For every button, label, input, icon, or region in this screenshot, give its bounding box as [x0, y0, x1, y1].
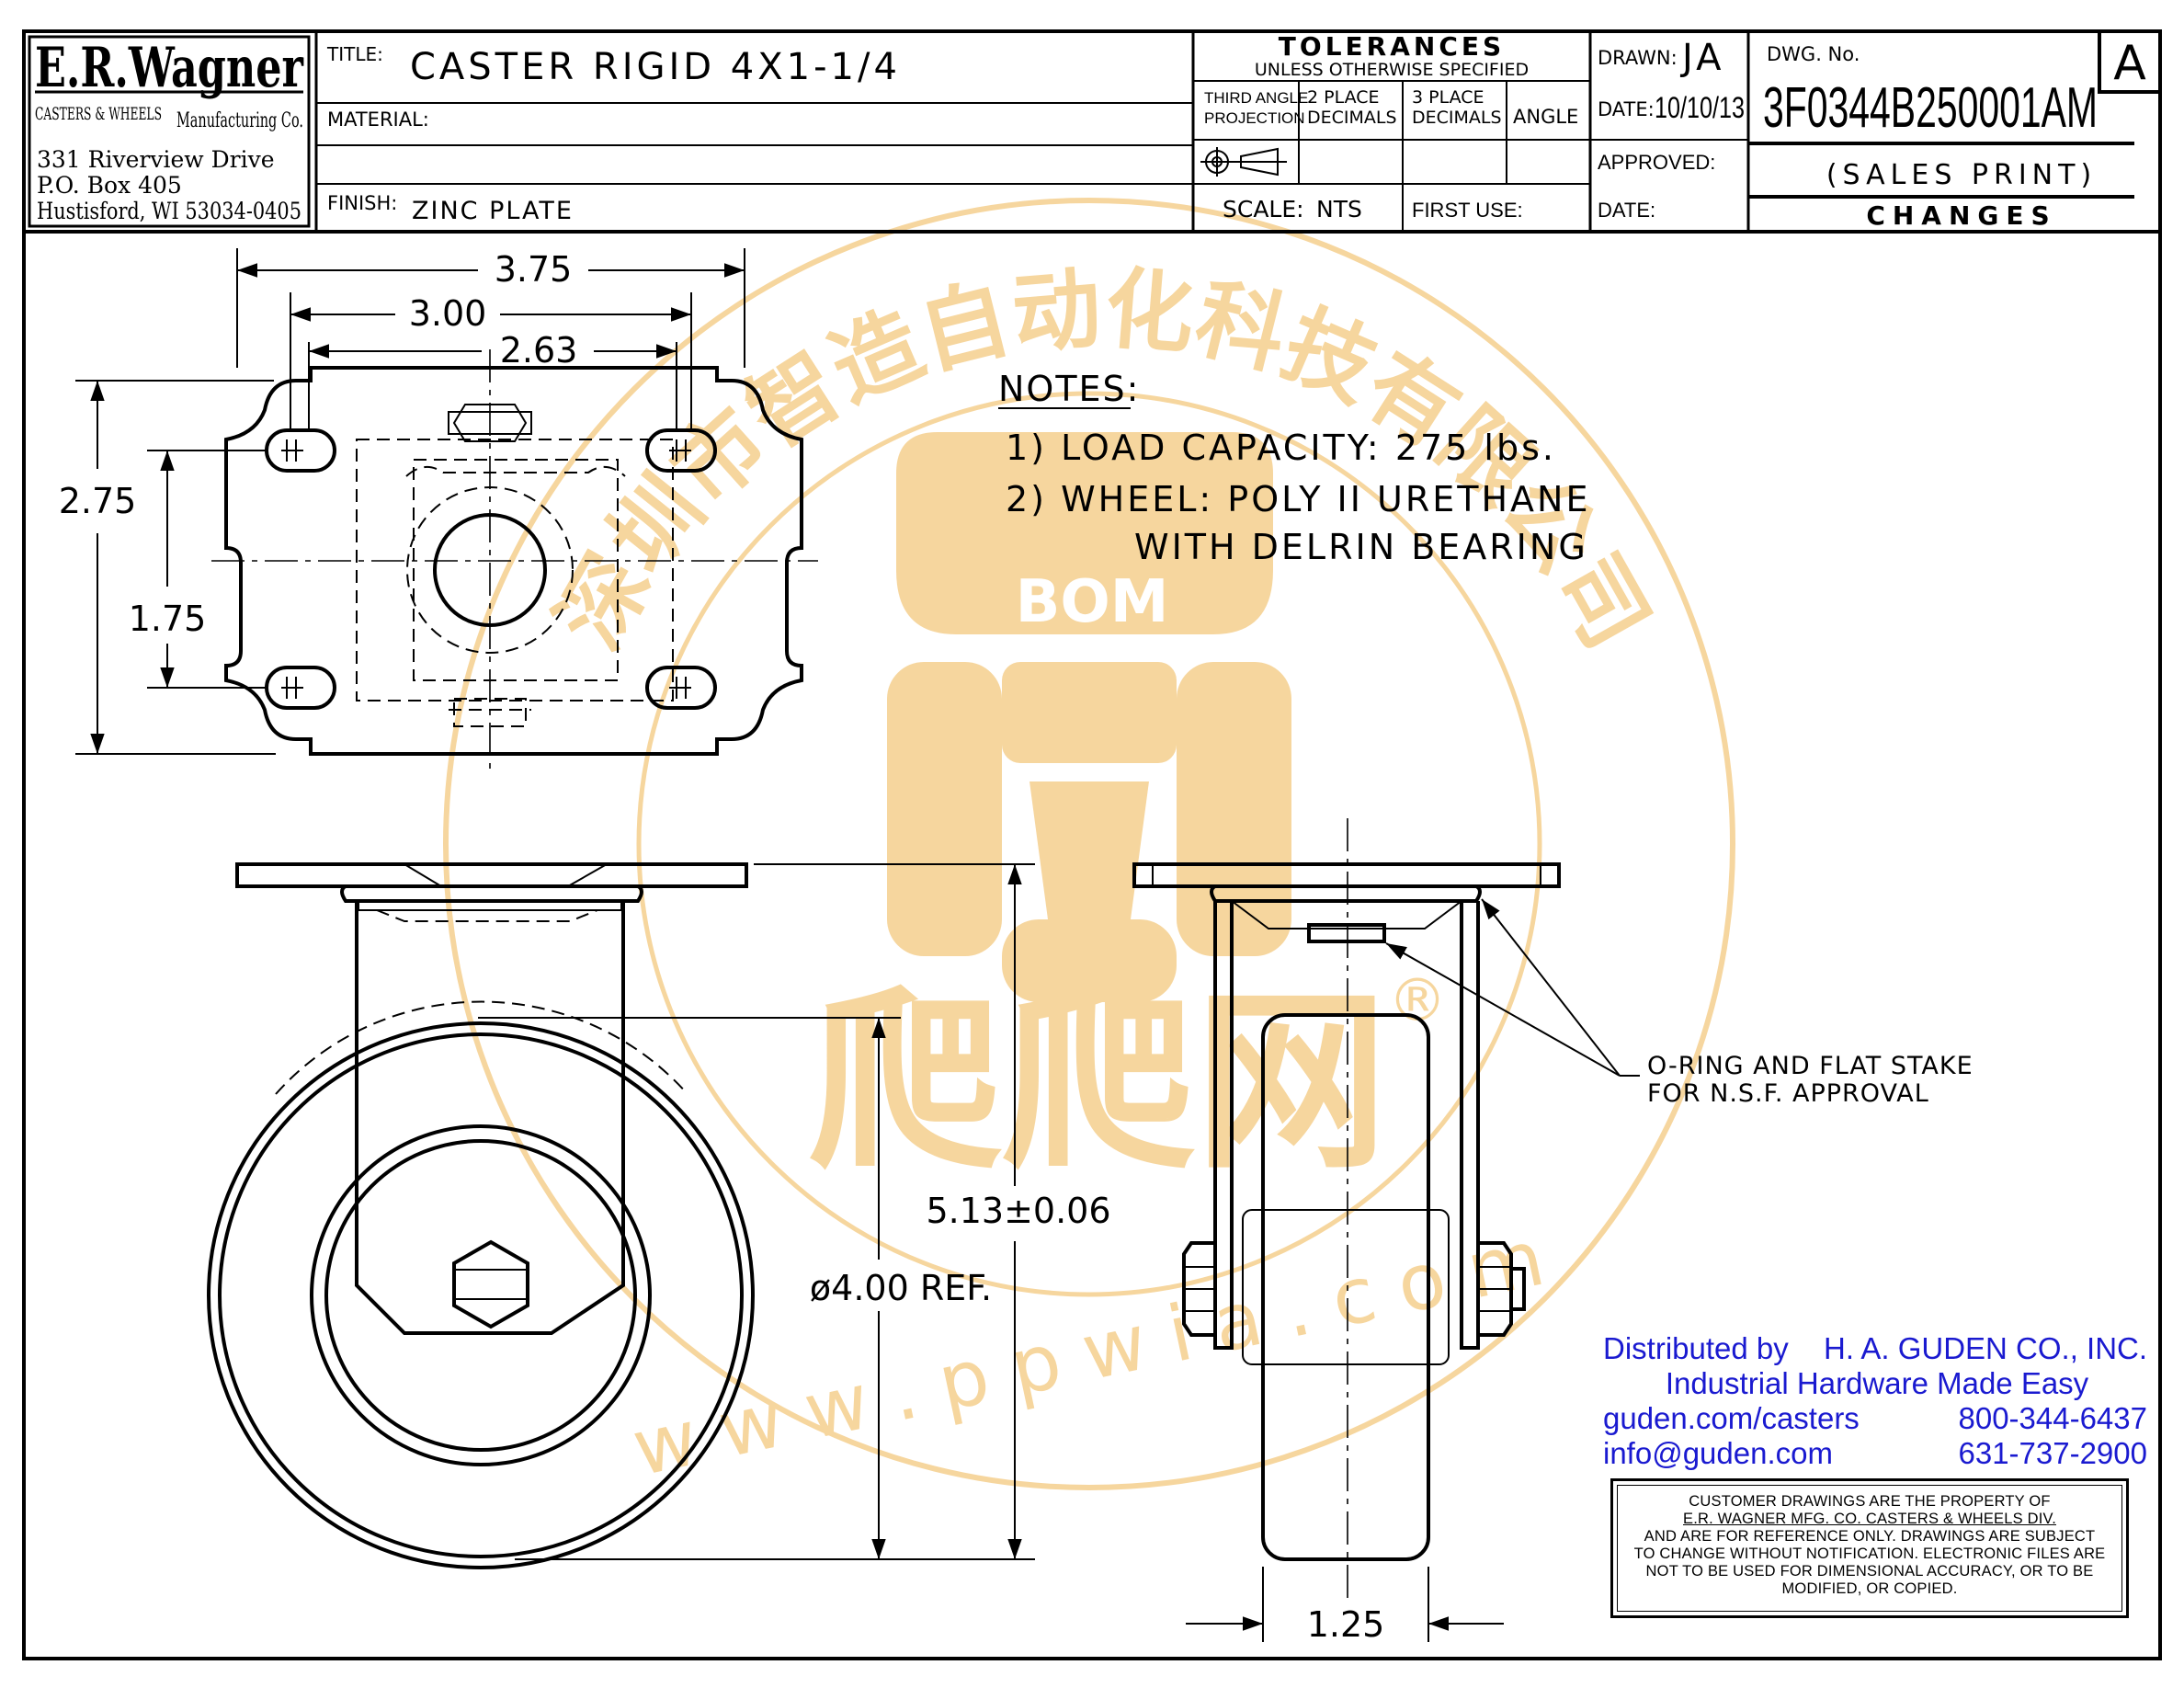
company-tagline-right: Manufacturing Co. [176, 109, 303, 132]
distributor-slogan: Industrial Hardware Made Easy [1665, 1366, 2089, 1400]
top-view-dimensions: 3.75 3.00 2.63 2.75 1.75 [59, 248, 745, 755]
disclaimer-line1: CUSTOMER DRAWINGS ARE THE PROPERTY OF [1689, 1493, 2051, 1510]
title-label: TITLE: [326, 43, 383, 65]
date-label: DATE: [1598, 98, 1655, 120]
dim-hole-span: 3.00 [409, 293, 487, 334]
distributor-phone1: 800-344-6437 [1958, 1401, 2147, 1435]
distributor-email-link[interactable]: info@guden.com [1603, 1436, 1833, 1470]
disclaimer-line5: NOT TO BE USED FOR DIMENSIONAL ACCURACY,… [1645, 1563, 2094, 1580]
dwg-value: 3F0344B250001AM [1763, 76, 2098, 140]
changes-label: CHANGES [1866, 200, 2056, 231]
three-place-line1: 3 PLACE [1412, 87, 1484, 108]
disclaimer-line6: MODIFIED, OR COPIED. [1781, 1580, 1958, 1597]
third-angle-line2: PROJECTION [1204, 109, 1305, 127]
watermark-brand: 爬爬网 [809, 970, 1388, 1195]
scale-value: NTS [1316, 196, 1362, 222]
two-place-line1: 2 PLACE [1307, 87, 1380, 108]
disclaimer-text: CUSTOMER DRAWINGS ARE THE PROPERTY OF E.… [1617, 1485, 2122, 1612]
third-angle-line1: THIRD ANGLE [1204, 89, 1308, 107]
drawn-value: JA [1679, 37, 1724, 79]
company-address-3: Hustisford, WI 53034-0405 [37, 198, 301, 224]
distributor-line3: guden.com/casters 800-344-6437 [1603, 1401, 2151, 1436]
watermark-bom: BOM [1016, 568, 1169, 636]
finish-label: FINISH: [327, 192, 397, 214]
tolerances-title: TOLERANCES [1279, 31, 1505, 62]
callout-line1: O-RING AND FLAT STAKE [1647, 1052, 1974, 1080]
notes: NOTES: 1) LOAD CAPACITY: 275 lbs. 2) WHE… [998, 369, 1590, 567]
axle-nut [452, 1239, 529, 1329]
company-logo: E.R.Wagner [35, 36, 304, 100]
dwg-label: DWG. No. [1767, 43, 1860, 65]
dim-plate-width: 3.75 [495, 249, 573, 290]
title-value: CASTER RIGID 4X1-1/4 [410, 46, 901, 88]
note-2b: WITH DELRIN BEARING [1134, 527, 1588, 567]
company-address-2: P.O. Box 405 [37, 172, 182, 199]
dim-hole-span-inner: 2.63 [500, 330, 578, 371]
disclaimer-box: CUSTOMER DRAWINGS ARE THE PROPERTY OF E.… [1610, 1478, 2129, 1618]
distributor-web-link[interactable]: guden.com/casters [1603, 1401, 1860, 1435]
disclaimer-line2: E.R. WAGNER MFG. CO. CASTERS & WHEELS DI… [1683, 1511, 2056, 1527]
date-value: 10/10/13 [1655, 91, 1745, 124]
angle-label: ANGLE [1513, 106, 1578, 128]
two-place-line2: DECIMALS [1307, 108, 1397, 128]
distributor-name: H. A. GUDEN CO., INC. [1824, 1331, 2148, 1365]
projection-symbol-icon [1200, 147, 1287, 177]
dim-hole-height: 1.75 [129, 599, 207, 639]
side-view [1132, 818, 1561, 1600]
disclaimer-line4: TO CHANGE WITHOUT NOTIFICATION. ELECTRON… [1633, 1545, 2106, 1562]
material-label: MATERIAL: [327, 108, 429, 131]
sales-print: (SALES PRINT) [1826, 159, 2097, 191]
sheet-border [22, 29, 2162, 1660]
callout-line2: FOR N.S.F. APPROVAL [1647, 1079, 1929, 1108]
distributor-phone2: 631-737-2900 [1958, 1436, 2147, 1470]
note-1: 1) LOAD CAPACITY: 275 lbs. [1006, 428, 1556, 468]
notes-header: NOTES: [998, 369, 1140, 409]
watermark-outer-ring [443, 198, 1735, 1490]
date2-label: DATE: [1598, 199, 1655, 222]
revision-letter: A [2113, 36, 2146, 91]
dim-overall-height: 5.13±0.06 [926, 1191, 1110, 1231]
finish-value: ZINC PLATE [412, 197, 574, 225]
dim-wheel-width: 1.25 [1307, 1604, 1385, 1645]
approved-label: APPROVED: [1598, 151, 1715, 174]
distributor-line4: info@guden.com 631-737-2900 [1603, 1436, 2151, 1471]
disclaimer-line3: AND ARE FOR REFERENCE ONLY. DRAWINGS ARE… [1644, 1528, 2096, 1545]
front-view-dimensions: 5.13±0.06 ø4.00 REF. [478, 863, 1111, 1560]
tolerances-sub: UNLESS OTHERWISE SPECIFIED [1255, 60, 1529, 80]
distributor-line1: Distributed by H. A. GUDEN CO., INC. [1603, 1331, 2151, 1366]
dim-wheel-diameter: ø4.00 REF. [810, 1268, 992, 1308]
front-view [207, 862, 755, 1569]
title-block: E.R.Wagner CASTERS & WHEELS Manufacturin… [28, 29, 2162, 232]
company-address-1: 331 Riverview Drive [37, 146, 275, 173]
watermark-robot-logo [887, 432, 1291, 1002]
dim-plate-height: 2.75 [59, 481, 137, 521]
three-place-line2: DECIMALS [1412, 108, 1502, 128]
fork-leg [355, 901, 625, 1335]
side-view-dimensions: 1.25 O-RING AND FLAT STAKE FOR N.S.F. AP… [1186, 898, 1974, 1645]
watermark-inner-ring [636, 391, 1542, 1297]
drawn-label: DRAWN: [1598, 47, 1678, 69]
distributor-label: Distributed by [1603, 1331, 1789, 1365]
note-2a: 2) WHEEL: POLY II URETHANE [1006, 479, 1590, 519]
watermark-url: w w w . p p w i a . c o m [625, 1213, 1552, 1494]
watermark-registered: ® [1388, 967, 1447, 1035]
first-use-label: FIRST USE: [1412, 199, 1523, 222]
company-tagline-left: CASTERS & WHEELS [35, 104, 162, 124]
scale-label: SCALE: [1223, 196, 1304, 222]
